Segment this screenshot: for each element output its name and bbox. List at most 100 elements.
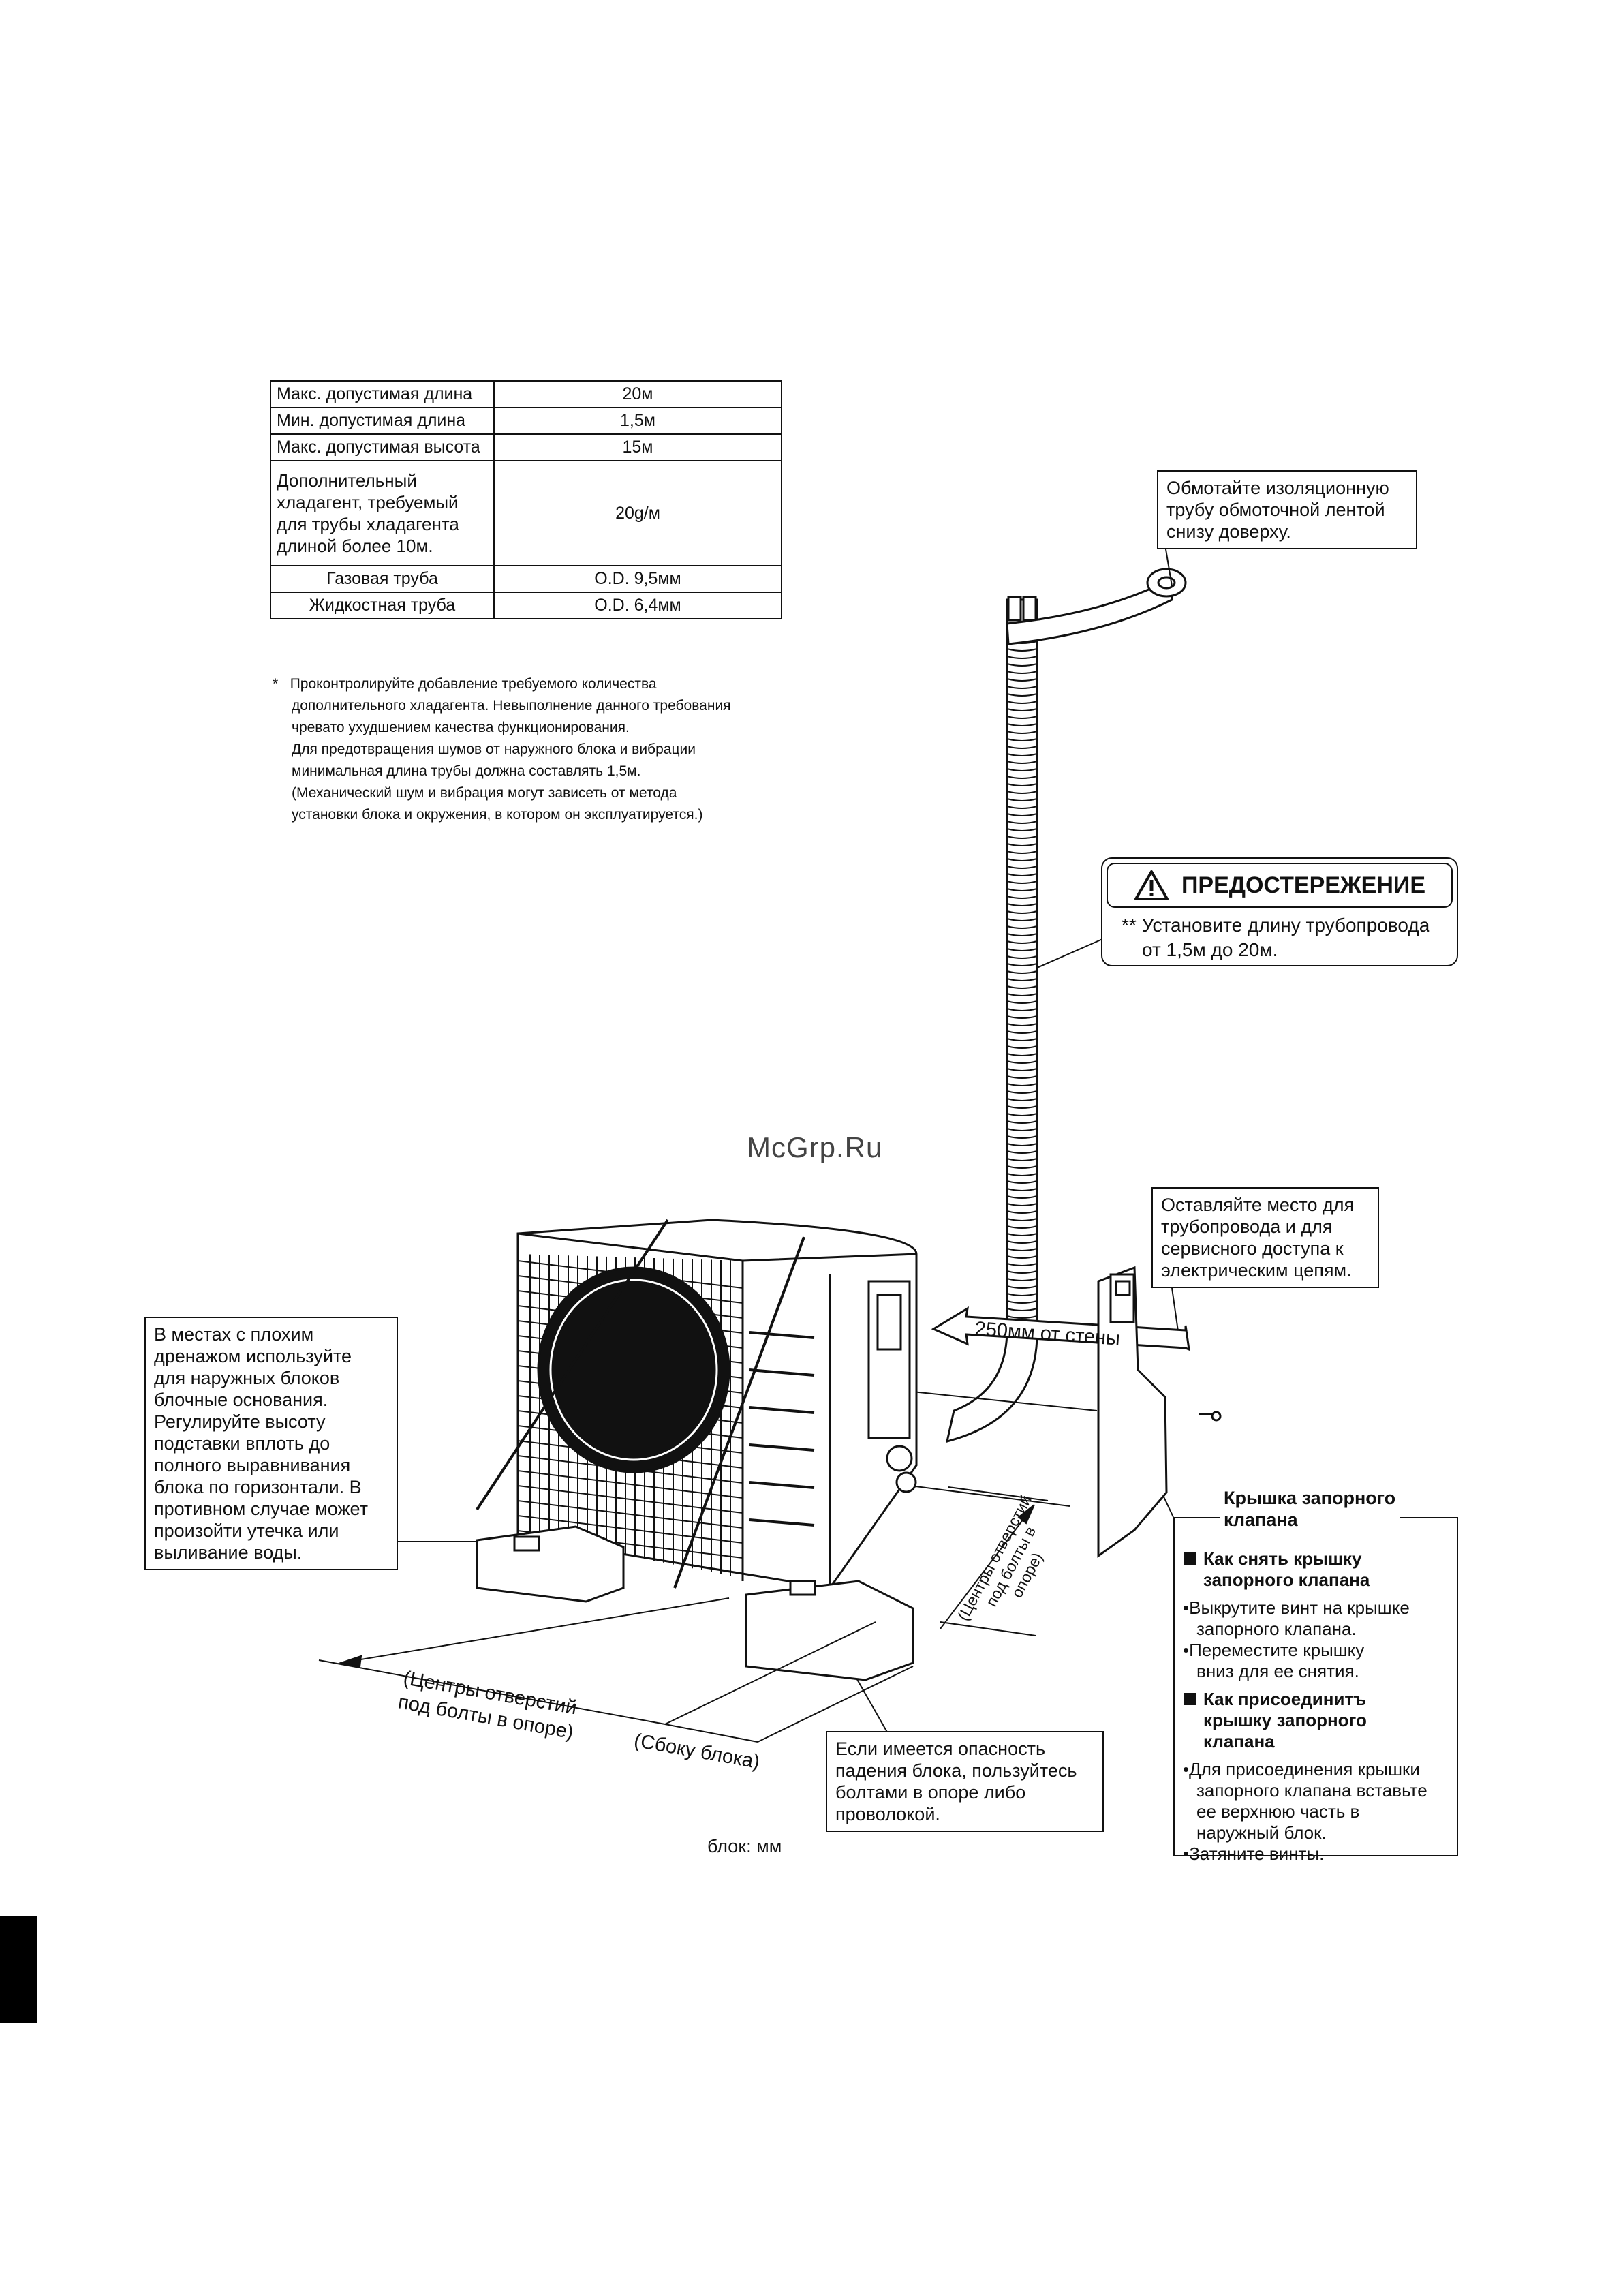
pipe-rib <box>1006 1218 1038 1221</box>
spec-label: Дополнительный хладагент, требуемый для … <box>270 460 495 566</box>
note-text: Проконтролируйте добавление требуемого к… <box>290 676 657 692</box>
pipe-rib <box>1006 1135 1038 1139</box>
spec-value: 15м <box>493 433 782 461</box>
warning-marker: ** <box>1122 915 1137 936</box>
pipe-rib <box>1006 723 1038 726</box>
pipe-rib <box>1006 918 1038 921</box>
insulated-pipe <box>946 596 1038 1443</box>
pipe-rib <box>1006 1128 1038 1131</box>
pipe-rib <box>1006 963 1038 966</box>
pipe-rib <box>1006 1053 1038 1056</box>
callout-line: электрическим цепям. <box>1161 1260 1352 1281</box>
pipe-rib <box>1006 776 1038 779</box>
heading-line: Как снять крышку <box>1203 1548 1362 1569</box>
pipe-rib <box>1006 1203 1038 1206</box>
table-row: Дополнительный хладагент, требуемый для … <box>270 460 782 566</box>
pipe-rib <box>1006 1308 1038 1311</box>
pipe-rib <box>1006 1300 1038 1304</box>
pipe-rib <box>1006 1210 1038 1214</box>
pipe-rib <box>1006 738 1038 741</box>
spec-label: Мин. допустимая длина <box>270 407 495 435</box>
pipe-rib <box>1006 1060 1038 1064</box>
callout-line: подставки вплоть до <box>154 1433 330 1454</box>
unit-note: блок: мм <box>707 1836 782 1856</box>
callout-line: В местах с плохим <box>154 1324 314 1345</box>
warning-text: ** Установите длину трубопровода от 1,5м… <box>1122 913 1429 962</box>
warning-header: ПРЕДОСТЕРЕЖЕНИЕ <box>1107 863 1453 908</box>
table-row: Макс. допустимая высота 15м <box>270 433 782 461</box>
pipe-rib <box>1006 1000 1038 1004</box>
pipe-rib <box>1006 648 1038 652</box>
footnotes: * Проконтролируйте добавление требуемого… <box>273 673 818 826</box>
pipe-rib <box>1006 940 1038 944</box>
pipe-rib <box>1006 970 1038 974</box>
tape-roll <box>1006 568 1187 645</box>
pipe-rib <box>1006 978 1038 981</box>
instruction-line: •Для присоединения крышки <box>1183 1759 1420 1779</box>
callout-line: Обмотайте изоляционную <box>1166 478 1389 498</box>
table-row: Газовая труба O.D. 9,5мм <box>270 565 782 593</box>
pipe-rib <box>1006 761 1038 764</box>
pipe-rib <box>1006 1180 1038 1184</box>
note-marker: * <box>273 676 279 692</box>
pipe-rib <box>1006 828 1038 831</box>
pipe-rib <box>1006 1105 1038 1109</box>
pipe-rib <box>1006 1008 1038 1011</box>
pipe-rib <box>1006 701 1038 704</box>
warning-line: Установите длину трубопровода <box>1141 915 1430 936</box>
callout-line: блока по горизонтали. В <box>154 1477 362 1497</box>
warning-line: от 1,5м до 20м. <box>1142 939 1278 960</box>
pipe-rib <box>1006 1263 1038 1266</box>
pipe-rib <box>1006 1150 1038 1154</box>
louver <box>749 1481 815 1489</box>
note-line: * Проконтролируйте добавление требуемого… <box>273 673 818 695</box>
pipe-rib <box>1006 768 1038 771</box>
note-line: Для предотвращения шумов от наружного бл… <box>292 741 696 757</box>
pipe-rib <box>1006 948 1038 951</box>
block-bases <box>476 1525 914 1681</box>
warning-box: ПРЕДОСТЕРЕЖЕНИЕ ** Установите длину труб… <box>1101 857 1458 966</box>
pipe-rib <box>1006 1293 1038 1296</box>
grille-bar <box>517 1500 743 1529</box>
valve-cover-title: Крышка запорного клапана <box>1220 1487 1400 1531</box>
callout-line: выливание воды. <box>154 1542 303 1563</box>
pipe-rib <box>1006 806 1038 809</box>
spec-value: O.D. 6,4мм <box>493 592 782 619</box>
pipe-rib <box>1006 896 1038 899</box>
callout-line: болтами в опоре либо <box>835 1782 1026 1803</box>
pipe-rib <box>1006 1030 1038 1034</box>
instruction-line: •Выкрутите винт на крышке <box>1183 1597 1410 1618</box>
pipe-rib <box>1006 1158 1038 1161</box>
pipe-rib <box>1006 1143 1038 1146</box>
heading-line: клапана <box>1203 1731 1275 1751</box>
pipe-rib <box>1006 1255 1038 1259</box>
spec-label: Жидкостная труба <box>270 592 495 619</box>
pipe-rib <box>1006 813 1038 816</box>
callout-line: дренажом используйте <box>154 1346 352 1366</box>
callout-line: снизу доверху. <box>1166 521 1291 542</box>
spec-value: 1,5м <box>493 407 782 435</box>
pipe-rib <box>1006 993 1038 996</box>
spec-label: Макс. допустимая высота <box>270 433 495 461</box>
instruction-line: наружный блок. <box>1196 1822 1327 1843</box>
instruction-line: запорного клапана вставьте <box>1196 1780 1427 1801</box>
pipe-rib <box>1006 1195 1038 1199</box>
pipe-rib <box>1006 1098 1038 1101</box>
pipe-rib <box>1006 1270 1038 1274</box>
instruction-line: •Переместите крышку <box>1183 1640 1365 1660</box>
callout-line: трубу обмоточной лентой <box>1166 500 1385 520</box>
pipe-rib <box>1006 753 1038 756</box>
spec-value: 20м <box>493 380 782 408</box>
callout-line: Оставляйте место для <box>1161 1195 1355 1215</box>
louver <box>749 1331 815 1339</box>
pipe-rib <box>1006 955 1038 959</box>
pipe-rib <box>1006 656 1038 659</box>
service-space-callout: Оставляйте место для трубопровода и для … <box>1151 1187 1379 1288</box>
spec-value: 20g/м <box>493 460 782 566</box>
louver <box>749 1368 815 1377</box>
pipe-rib <box>1006 686 1038 689</box>
pipe-rib <box>1006 873 1038 876</box>
pipe-rib <box>1006 716 1038 719</box>
note-line: установки блока и окружения, в котором о… <box>292 807 703 823</box>
